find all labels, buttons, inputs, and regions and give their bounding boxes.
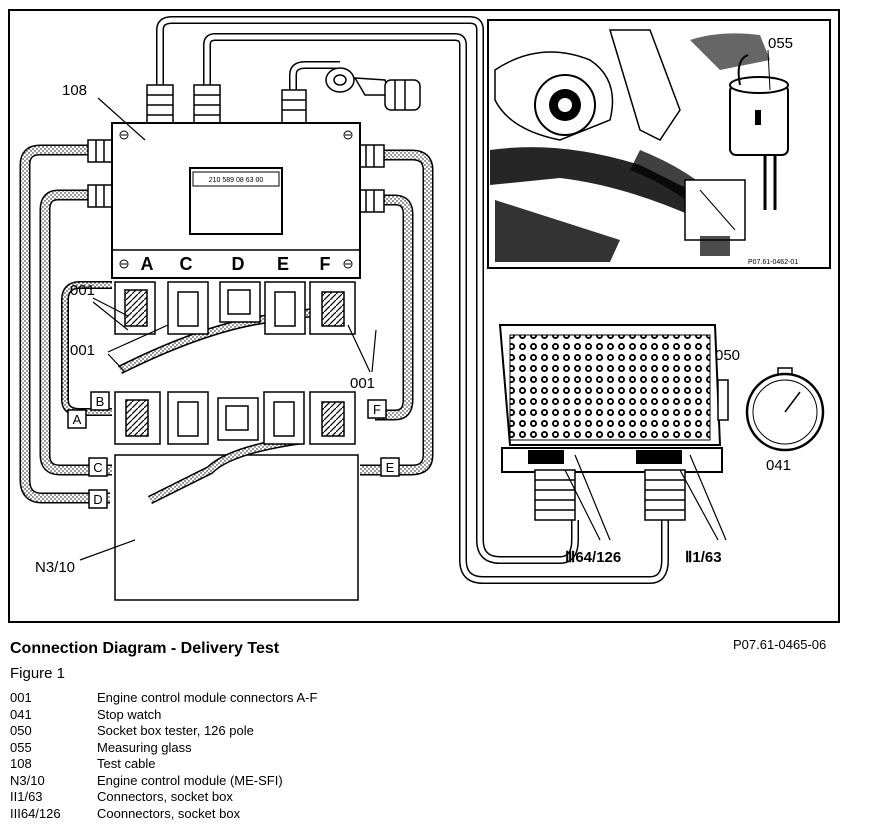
label-055: 055 (768, 35, 793, 52)
diagram-frame (8, 9, 840, 623)
caption-title: Connection Diagram - Delivery Test (10, 640, 280, 657)
label-001-upper: 001 (70, 282, 95, 299)
socket-leaders (564, 454, 727, 541)
cable-glands-top (146, 84, 307, 126)
lower-connectors (114, 391, 356, 445)
legend-code: 108 (10, 756, 32, 771)
photo-ref: P07.61-0462-01 (748, 259, 798, 266)
harness-tag-e: E (386, 460, 395, 475)
connector-letter: E (277, 254, 289, 274)
label-050: 050 (715, 347, 740, 364)
engine-photo-panel (487, 19, 831, 269)
legend-code: III64/126 (10, 805, 61, 821)
socket-box-plugs (534, 469, 686, 521)
leader-lines (79, 97, 377, 561)
legend-desc: Test cable (97, 756, 156, 771)
legend-row: 055 Measuring glass (10, 740, 430, 757)
connector-letter: F (320, 254, 331, 274)
engine-control-module (114, 454, 359, 601)
legend-row: III64/126 Coonnectors, socket box (10, 806, 430, 823)
connector-letter: A (141, 254, 154, 274)
stop-watch-041 (745, 367, 825, 452)
socket-box-cables (156, 16, 669, 584)
legend-desc: Engine control module (ME-SFI) (97, 772, 283, 788)
legend-desc: Socket box tester, 126 pole (97, 723, 254, 738)
legend-row: 050 Socket box tester, 126 pole (10, 723, 430, 740)
label-041: 041 (766, 457, 791, 474)
legend-desc: Connectors, socket box (97, 789, 233, 804)
legend-desc: Stop watch (97, 706, 162, 722)
connector-letter: C (180, 254, 193, 274)
legend-code: N3/10 (10, 772, 45, 788)
connector-letter: D (232, 254, 245, 274)
label-108: 108 (62, 82, 87, 99)
figure-number: Figure 1 (10, 665, 66, 682)
harness-tag-c: C (93, 460, 102, 475)
connection-diagram: 210 589 08 63 00 A C D E F (19, 16, 831, 601)
legend-code: 055 (10, 739, 32, 755)
harness-tag-a: A (73, 412, 82, 427)
harness-tag-f: F (373, 402, 381, 417)
legend-code: 050 (10, 723, 32, 738)
connector-letters: A C D E F (141, 254, 331, 274)
harness-letter-tags: A B C D E F (67, 391, 400, 509)
label-001-right: 001 (350, 375, 375, 392)
upper-connectors (114, 281, 356, 335)
legend-row: 041 Stop watch (10, 707, 430, 724)
socket-box-050 (498, 324, 729, 473)
harness-tag-d: D (93, 492, 102, 507)
cable-glands-side (87, 139, 385, 213)
legend-row: 108 Test cable (10, 756, 430, 773)
legend-code: II1/63 (10, 789, 43, 804)
label-socket-iii: Ⅲ64/126 (565, 549, 621, 566)
legend-row: 001 Engine control module connectors A-F (10, 690, 430, 707)
legend-row: II1/63 Connectors, socket box (10, 789, 430, 806)
legend-code: 001 (10, 690, 32, 705)
box-part-number: 210 589 08 63 00 (209, 177, 264, 184)
legend-code: 041 (10, 706, 32, 722)
test-box-108: 210 589 08 63 00 (111, 122, 361, 279)
legend-row: N3/10 Engine control module (ME-SFI) (10, 773, 430, 790)
round-plug (325, 67, 421, 111)
legend-desc: Engine control module connectors A-F (97, 690, 318, 705)
label-n3-10: N3/10 (35, 559, 75, 576)
harness-tag-b: B (96, 394, 105, 409)
label-socket-ii: Ⅱ1/63 (685, 549, 722, 566)
legend-desc: Measuring glass (97, 739, 192, 755)
label-001-mid: 001 (70, 342, 95, 359)
legend-desc: Coonnectors, socket box (97, 805, 241, 821)
caption-reference: P07.61-0465-06 (733, 637, 827, 652)
